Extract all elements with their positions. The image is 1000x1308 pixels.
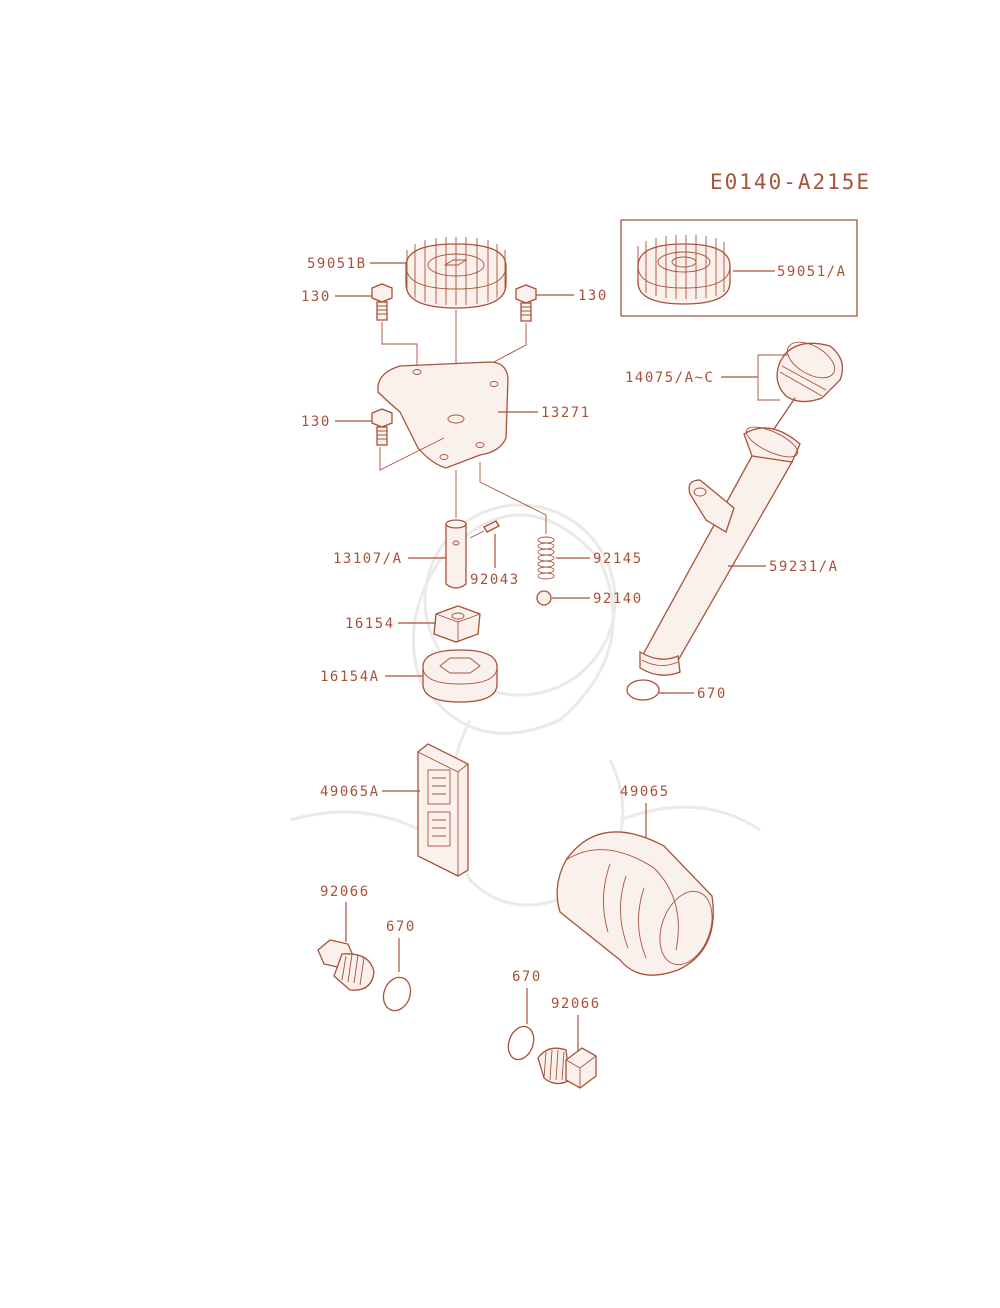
alternate-gear-inset: 59051/A: [620, 219, 858, 317]
diagram-reference-code: E0140-A215E: [710, 170, 871, 194]
oring-670-left-icon: [382, 976, 412, 1012]
callout-49065a: 49065A: [320, 784, 380, 800]
inner-rotor-16154-icon: [433, 605, 481, 643]
oring-670-tube-icon: [626, 679, 660, 701]
callout-13271: 13271: [541, 405, 591, 421]
cap-14075-icon: [776, 341, 844, 403]
callout-16154a: 16154A: [320, 669, 380, 685]
dipstick-tube-59231a-icon: [639, 397, 801, 676]
gear-59051a-icon: [637, 235, 731, 305]
oring-670-right-icon: [507, 1025, 535, 1061]
callout-49065: 49065: [620, 784, 670, 800]
oil-filter-49065-icon: [556, 831, 714, 976]
callout-130-right: 130: [578, 288, 608, 304]
callout-130-mid: 130: [301, 414, 331, 430]
cover-plate-13271-icon: [377, 361, 509, 469]
pin-92043-icon: [483, 520, 500, 533]
bolt-130-left-icon: [371, 283, 393, 321]
callout-92043: 92043: [470, 572, 520, 588]
callout-92140: 92140: [593, 591, 643, 607]
callout-670-left: 670: [386, 919, 416, 935]
callout-670-right: 670: [512, 969, 542, 985]
callout-670-tube: 670: [697, 686, 727, 702]
callout-92066-left: 92066: [320, 884, 370, 900]
callout-92066-right: 92066: [551, 996, 601, 1012]
callout-16154: 16154: [345, 616, 395, 632]
spring-92145-icon: [537, 536, 555, 580]
shaft-13107a-icon: [445, 519, 467, 589]
drain-plug-92066-right-icon: [537, 1047, 597, 1089]
ball-92140-icon: [536, 590, 552, 606]
drain-plug-92066-left-icon: [317, 939, 375, 991]
strainer-49065a-icon: [417, 743, 469, 877]
outer-rotor-16154a-icon: [422, 649, 498, 703]
callout-59231a: 59231/A: [769, 559, 839, 575]
callout-130-left: 130: [301, 289, 331, 305]
callout-59051b: 59051B: [307, 256, 367, 272]
callout-59051a: 59051/A: [777, 264, 847, 280]
gear-59051b-icon: [405, 237, 507, 309]
callout-13107a: 13107/A: [333, 551, 403, 567]
callout-14075: 14075/A~C: [625, 370, 714, 386]
bolt-130-mid-icon: [371, 408, 393, 446]
bolt-130-right-icon: [515, 284, 537, 322]
callout-92145: 92145: [593, 551, 643, 567]
